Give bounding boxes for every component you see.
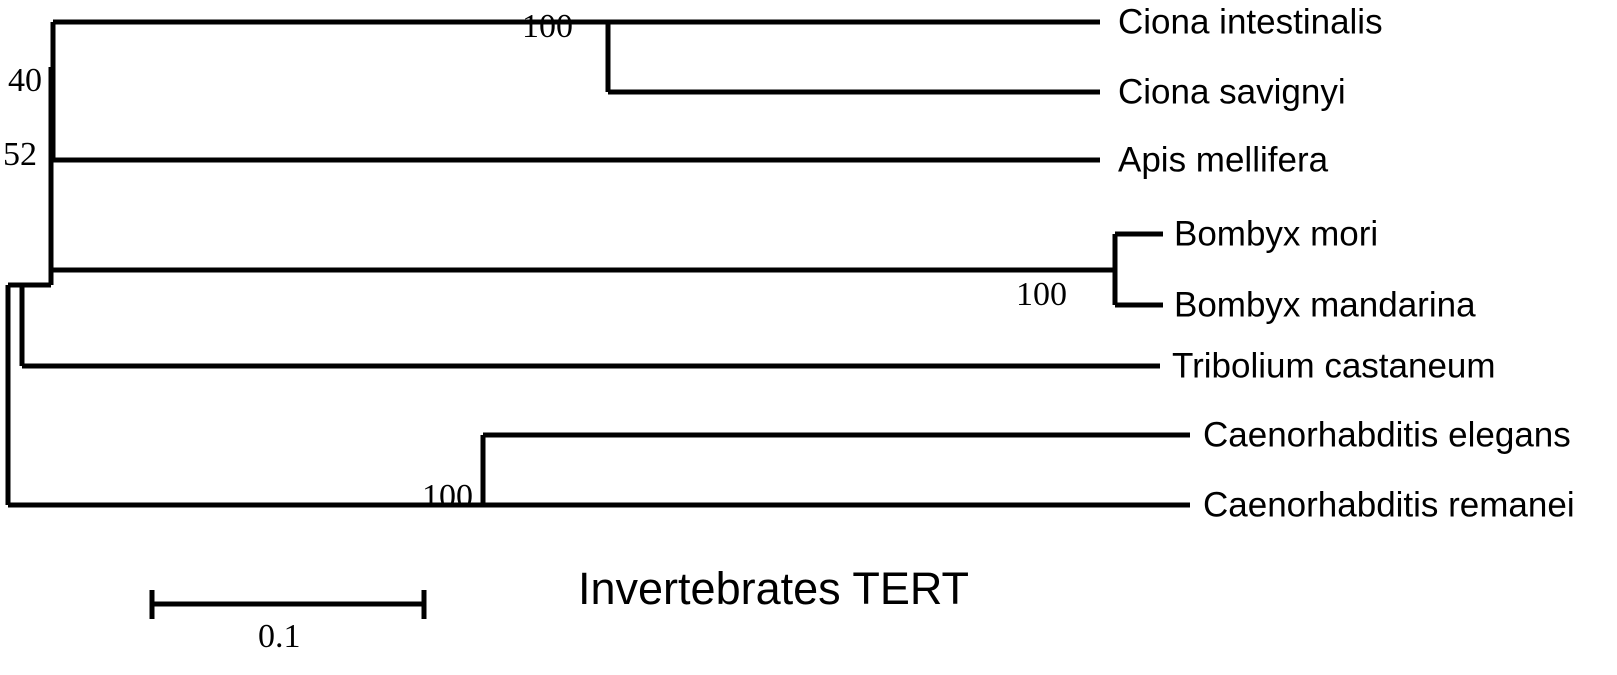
taxon-label-caenorhabditis-elegans: Caenorhabditis elegans	[1203, 415, 1571, 455]
bootstrap-label-bombyx-clade: 100	[1016, 276, 1067, 313]
taxon-label-tribolium-castaneum: Tribolium castaneum	[1172, 346, 1496, 386]
taxon-label-caenorhabditis-remanei: Caenorhabditis remanei	[1203, 485, 1575, 525]
scale-bar-label: 0.1	[258, 618, 301, 655]
bootstrap-label-arthropod-clade: 52	[3, 136, 37, 173]
taxon-label-bombyx-mandarina: Bombyx mandarina	[1174, 285, 1476, 325]
bootstrap-label-ciona-apis-clade: 40	[8, 62, 42, 99]
bootstrap-label-caenorhabditis-clade: 100	[422, 478, 473, 515]
taxon-label-bombyx-mori: Bombyx mori	[1174, 214, 1379, 254]
taxon-label-ciona-intestinalis: Ciona intestinalis	[1118, 2, 1383, 42]
bootstrap-label-ciona-clade: 100	[522, 8, 573, 45]
taxon-label-apis-mellifera: Apis mellifera	[1118, 140, 1329, 180]
taxon-label-ciona-savignyi: Ciona savignyi	[1118, 72, 1346, 112]
figure-title: Invertebrates TERT	[578, 563, 970, 614]
